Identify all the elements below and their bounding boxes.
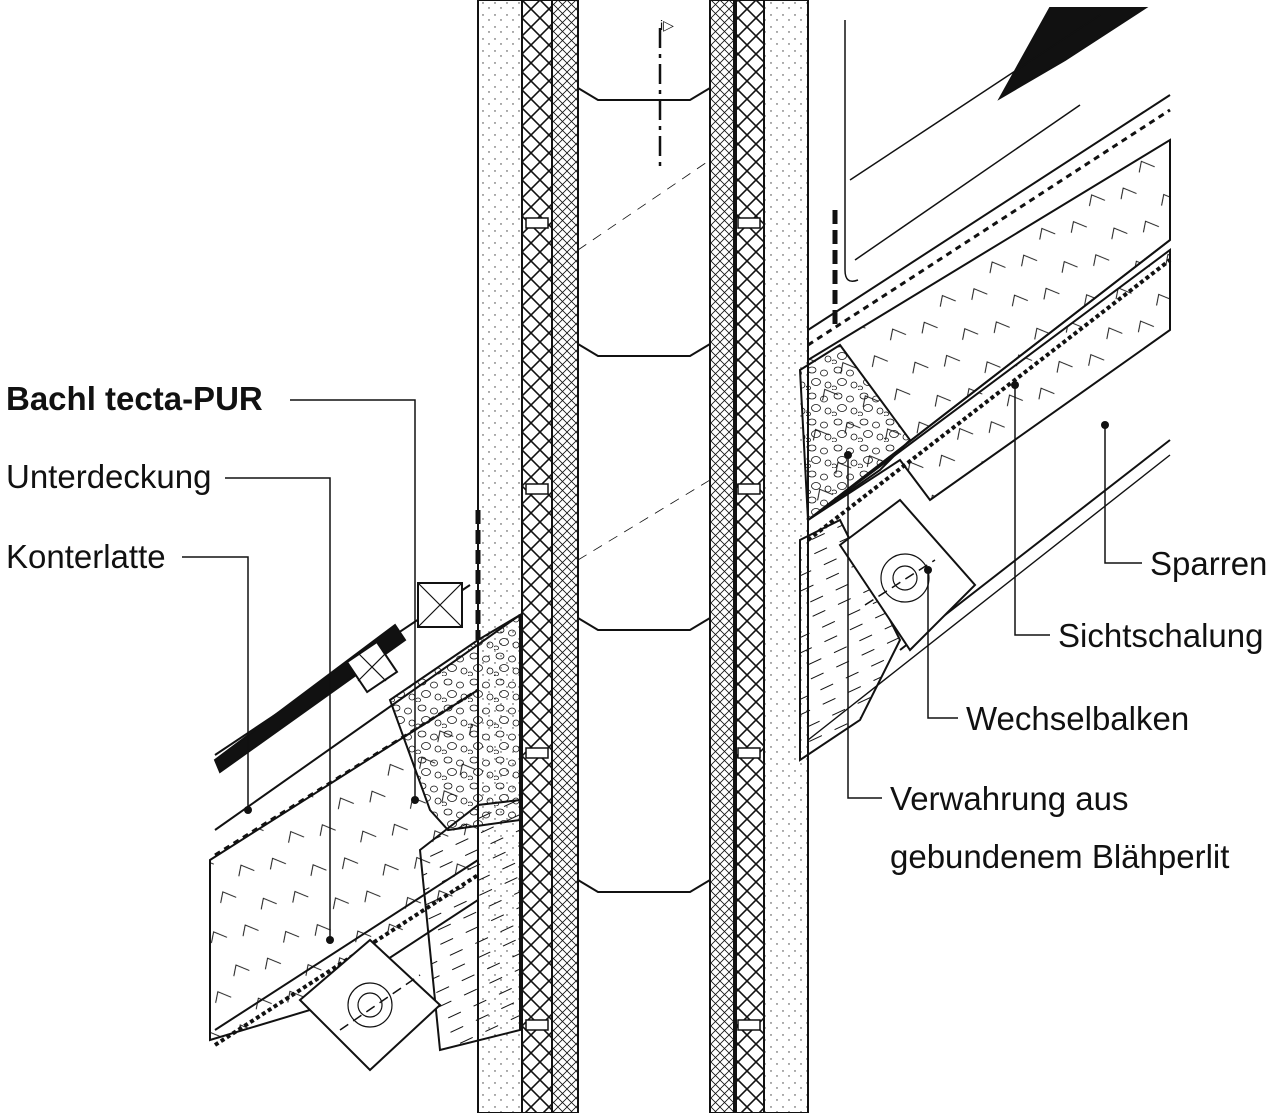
leader-sichtschalung [1014,385,1050,636]
label-verwahrung-line2: gebundenem Blähperlit [890,838,1229,875]
leader-dots [244,381,1109,944]
label-konterlatte: Konterlatte [6,538,166,575]
chimney-insulation-left [521,0,553,1113]
right-roof-tile-dark [997,7,1149,101]
chimney-insulation-right [733,0,765,1113]
flue-marker: i▷ [660,17,674,33]
leader-lines [182,385,1142,940]
leader-konterlatte [182,556,249,810]
label-unterdeckung: Unterdeckung [6,458,211,495]
leader-wechselbalken [927,570,958,719]
leader-unterdeckung [225,477,331,940]
chimney [477,0,809,1113]
chimney-liner-left [551,0,579,1113]
label-sparren: Sparren [1150,545,1267,582]
right-wechselbalken [838,498,977,652]
right-wechsel-zone [799,518,902,762]
label-sichtschalung: Sichtschalung [1058,617,1263,654]
leader-verwahrung [847,455,882,799]
left-wechsel-zone [418,798,521,1052]
label-bachl-tecta-pur: Bachl tecta-PUR [6,380,263,417]
spacer-marks [525,217,761,1031]
left-wechselbalken [298,938,442,1072]
label-verwahrung-line1: Verwahrung aus [890,780,1129,817]
label-wechselbalken: Wechselbalken [966,700,1189,737]
right-perlite-fill [798,343,912,522]
left-roof [209,510,521,1072]
flue-joints [577,87,711,893]
right-roof [798,7,1172,762]
leader-sparren [1104,425,1142,564]
chimney-liner-right [709,0,737,1113]
leader-bachl [290,399,416,800]
